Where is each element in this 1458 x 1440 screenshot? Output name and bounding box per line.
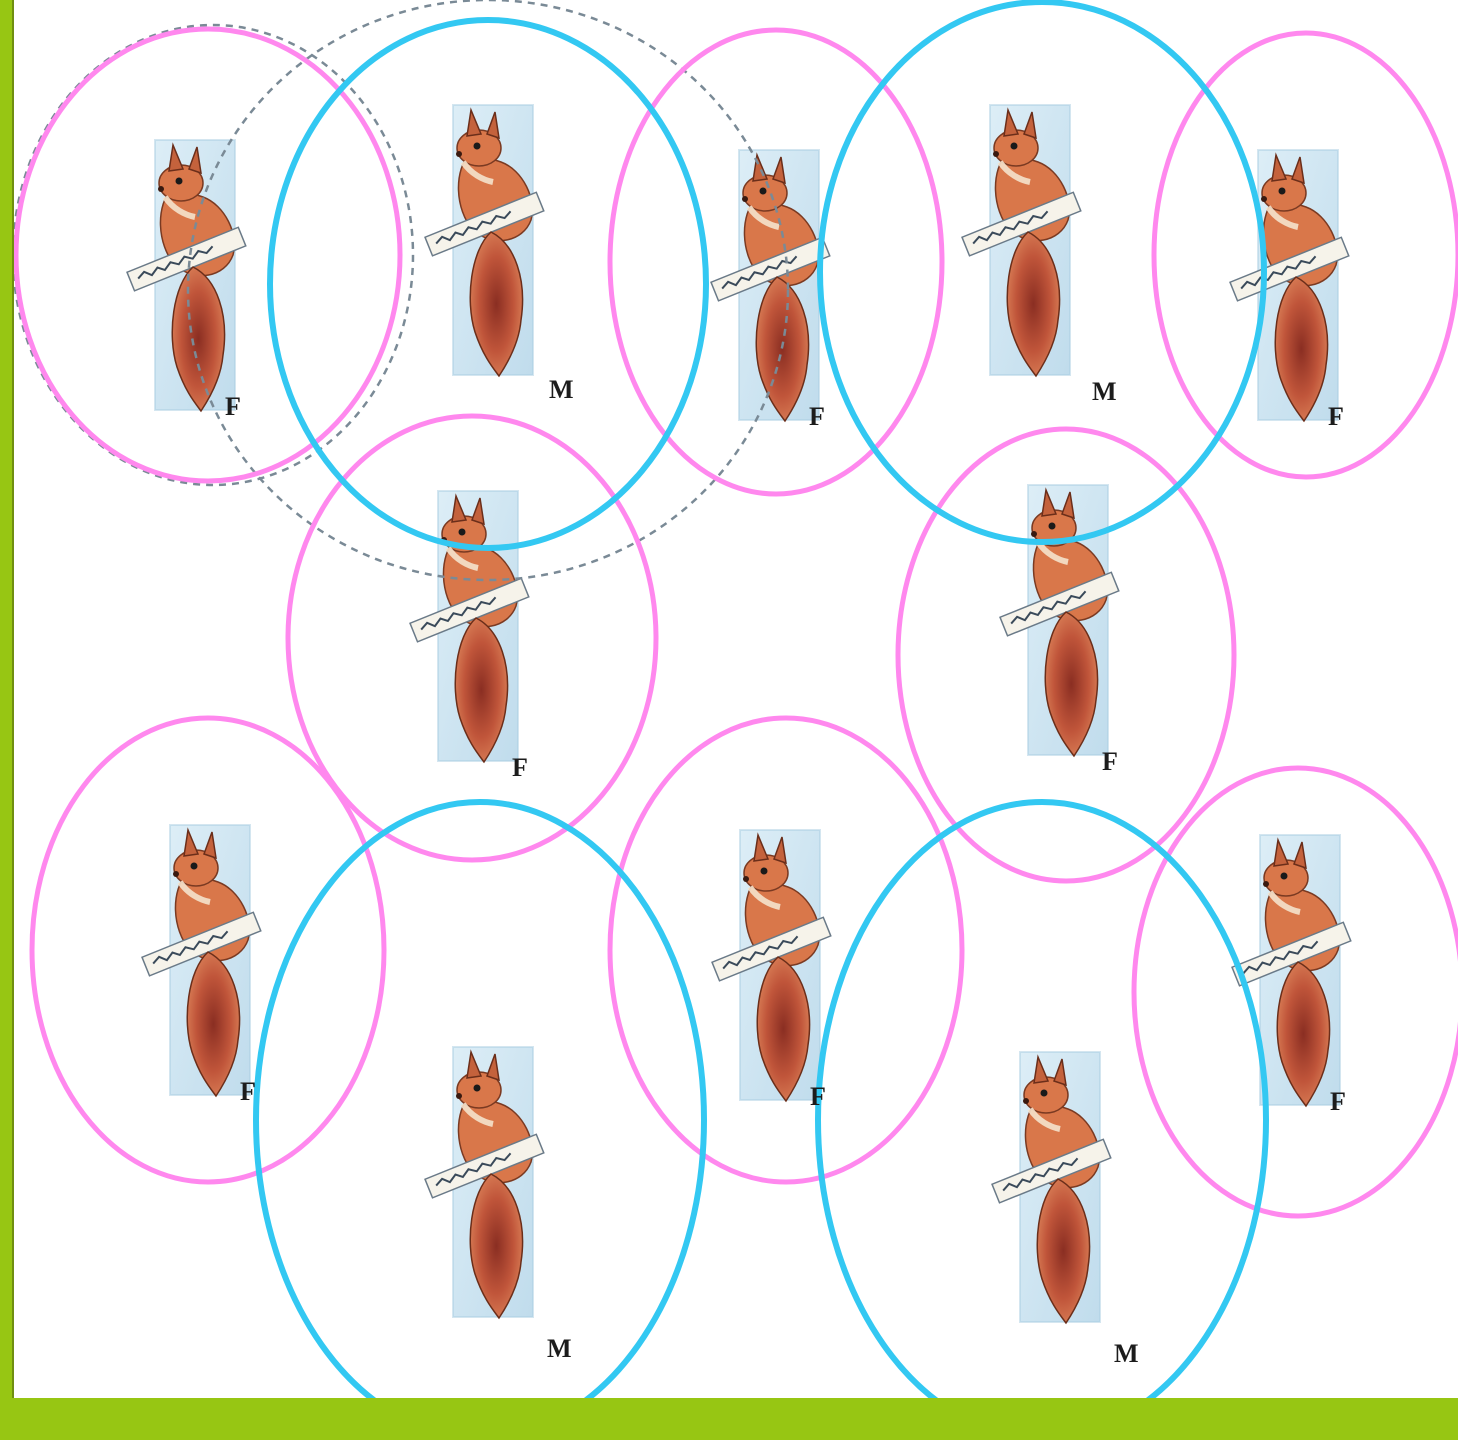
sex-label: F — [240, 1077, 256, 1106]
sex-label: M — [547, 1334, 572, 1363]
sex-label: M — [1092, 377, 1117, 406]
squirrel-figure — [410, 491, 529, 762]
squirrel-figure — [992, 1052, 1111, 1323]
sex-label: F — [1102, 747, 1118, 776]
squirrel-figure — [962, 105, 1081, 376]
left-frame-bar — [0, 0, 12, 1440]
squirrel-figure — [1232, 835, 1351, 1106]
squirrel-figure — [425, 105, 544, 376]
squirrel-figure — [425, 1047, 544, 1318]
sex-label: F — [225, 392, 241, 421]
sex-label: M — [1114, 1339, 1139, 1368]
sex-label: F — [810, 1082, 826, 1111]
bottom-frame-bar — [0, 1398, 1458, 1440]
sex-label: M — [549, 375, 574, 404]
squirrel-figure — [1000, 485, 1119, 756]
squirrel-figure — [127, 140, 246, 411]
territory-scene: F M F M F F F F F F M M — [14, 0, 1458, 1400]
squirrel-figure — [712, 830, 831, 1101]
sex-label: F — [809, 402, 825, 431]
sex-label: F — [512, 753, 528, 782]
sex-label: F — [1328, 402, 1344, 431]
squirrel-figure — [142, 825, 261, 1096]
squirrel-figure — [711, 150, 830, 421]
sex-label: F — [1330, 1087, 1346, 1116]
